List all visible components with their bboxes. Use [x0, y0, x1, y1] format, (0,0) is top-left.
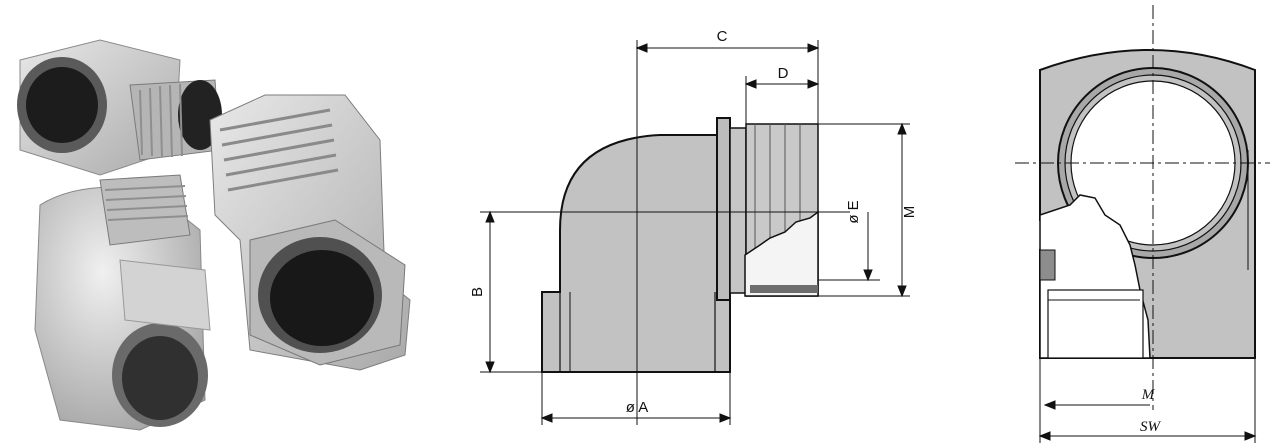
- dimension-d: [744, 76, 820, 124]
- section-label-sw: SW: [1140, 419, 1162, 435]
- fitting-large: [209, 94, 411, 371]
- photo-panel: [0, 0, 420, 443]
- label-c: C: [717, 28, 728, 45]
- elbow-body-section: [1039, 49, 1256, 359]
- label-phi-a: ø A: [626, 399, 649, 416]
- label-d: D: [778, 65, 789, 82]
- dimension-phi-e: [818, 212, 880, 282]
- section-dimension-sw: [1038, 358, 1257, 443]
- section-dimension-m: [1039, 358, 1150, 443]
- elbow-fittings-photo-icon: [17, 39, 411, 431]
- section-label-m: M: [1141, 387, 1156, 403]
- label-b: B: [469, 287, 486, 297]
- side-view-drawing: C D M ø E B: [440, 0, 960, 443]
- elbow-body-side: [541, 117, 819, 373]
- dimension-c: [635, 40, 820, 125]
- fitting-small: [17, 39, 222, 176]
- section-view-drawing: M SW: [1000, 0, 1270, 443]
- label-m: M: [901, 206, 918, 219]
- fitting-bottom-left: [34, 174, 211, 431]
- dimension-b: [480, 210, 542, 374]
- dimension-m: [818, 122, 910, 298]
- dimension-phi-a: [540, 372, 732, 425]
- label-phi-e: ø E: [845, 200, 862, 223]
